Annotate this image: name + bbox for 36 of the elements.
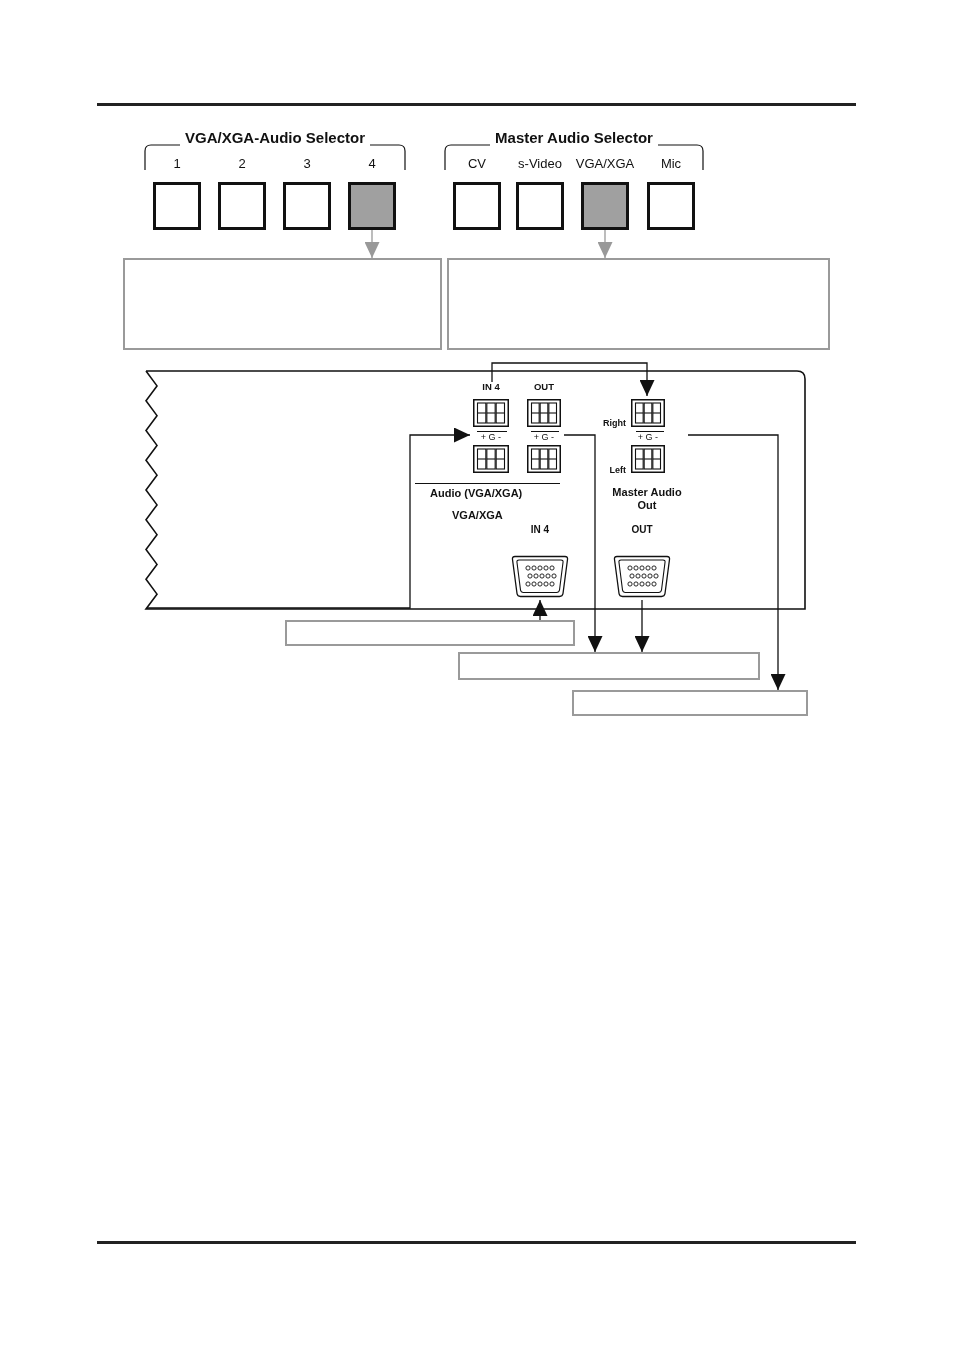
arrow [532,599,548,621]
arrow [146,427,471,609]
button-label: VGA/XGA [575,157,635,172]
arrow [687,434,786,691]
callout-box [123,258,442,350]
port-caption: Master Audio Out [611,486,683,512]
rear-panel [143,368,809,612]
arrow [634,599,650,653]
button-label: 4 [368,157,376,172]
channel-label: Right [603,418,626,429]
arrow [597,229,613,259]
pin-label: + G - [637,432,659,443]
connector-label: OUT [533,382,555,393]
button-label: CV [467,157,487,172]
callout-box [572,690,808,716]
channel-label: Left [609,465,626,476]
connector-label: OUT [631,524,653,536]
button-label: 3 [303,157,311,172]
group-title: Master Audio Selector [495,129,653,147]
pin-label: + G - [480,432,502,443]
connector-label: IN 4 [482,382,500,393]
section-label: Audio (VGA/XGA) [430,487,523,500]
pin-label: + G - [533,432,555,443]
callout-box [447,258,830,350]
button-label: 1 [173,157,181,172]
arrow [364,229,380,259]
button-label: Mic [660,157,682,172]
callout-box [285,620,575,646]
button-label: 2 [238,157,246,172]
callout-box [458,652,760,680]
arrow [491,362,655,397]
button-label: s-Video [518,157,562,172]
connector-label: IN 4 [530,524,550,536]
section-label: VGA/XGA [452,509,503,522]
group-title: VGA/XGA-Audio Selector [185,129,365,147]
arrow [563,434,603,653]
